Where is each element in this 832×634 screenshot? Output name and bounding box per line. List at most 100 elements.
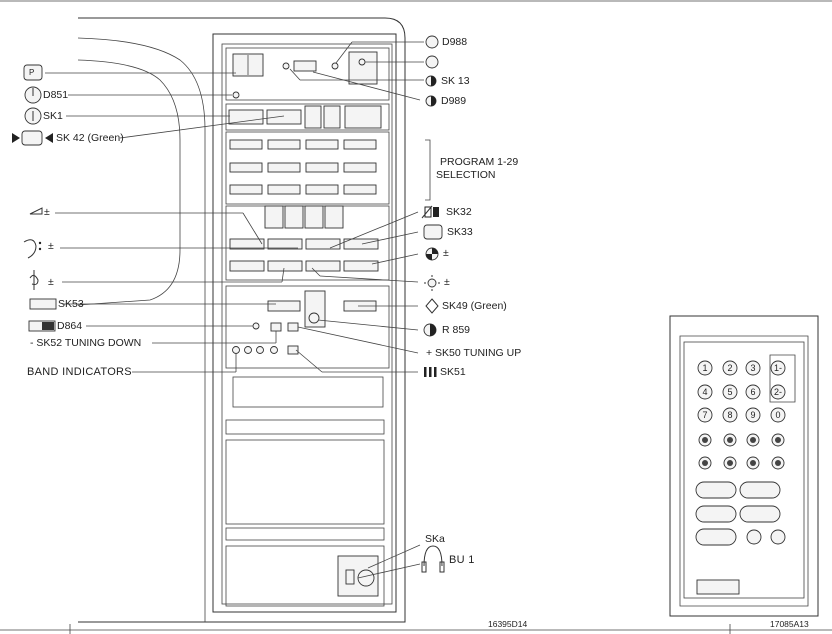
mute-icon bbox=[421, 205, 439, 219]
label-sk53: SK53 bbox=[58, 298, 84, 310]
program-key bbox=[343, 184, 377, 195]
remote-digit-key bbox=[745, 407, 761, 423]
headphone-icon bbox=[421, 545, 445, 573]
drawing-code-remote: 17085A13 bbox=[770, 619, 809, 629]
label-program-line2: SELECTION bbox=[436, 169, 496, 181]
label-sk51: SK51 bbox=[440, 366, 466, 378]
label-treble-pm: ± bbox=[48, 276, 54, 288]
label-sk42: SK 42 (Green) bbox=[56, 132, 124, 144]
remote-plus-minus-key bbox=[695, 528, 737, 546]
program-key bbox=[267, 139, 301, 150]
remote-digit-label: 6 bbox=[750, 387, 756, 397]
label-sk52: - SK52 TUNING DOWN bbox=[30, 337, 142, 349]
remote-function-symbol bbox=[727, 460, 733, 466]
program-key bbox=[343, 139, 377, 150]
remote-digit-key bbox=[697, 360, 713, 376]
label-sk33: SK33 bbox=[447, 226, 473, 238]
label-sk1: SK1 bbox=[43, 110, 63, 122]
label-r859: R 859 bbox=[442, 324, 471, 336]
remote-digit-key bbox=[745, 360, 761, 376]
sk51-bars-icon bbox=[424, 367, 437, 377]
green-key-icon bbox=[21, 130, 43, 146]
analog-key bbox=[343, 238, 379, 250]
analog-key bbox=[267, 238, 303, 250]
program-key bbox=[229, 184, 263, 195]
remote-digit-key bbox=[770, 360, 786, 376]
contrast-icon bbox=[425, 75, 437, 87]
program-key bbox=[267, 162, 301, 173]
triangle-left-icon bbox=[12, 133, 20, 143]
analog-key bbox=[229, 238, 265, 250]
sk33-key-icon bbox=[423, 224, 443, 240]
label-d851: D851 bbox=[43, 89, 69, 101]
remote-function-symbol bbox=[702, 437, 708, 443]
remote-digit-label: 1- bbox=[773, 363, 782, 373]
label-sk13: SK 13 bbox=[441, 75, 470, 87]
remote-digit-label: 0 bbox=[775, 410, 781, 420]
label-sk50: + SK50 TUNING UP bbox=[426, 347, 522, 359]
bass-clef-icon bbox=[23, 239, 37, 259]
program-key bbox=[229, 162, 263, 173]
program-key bbox=[305, 162, 339, 173]
label-bass-pm: ± bbox=[48, 240, 54, 252]
label-color-pm: ± bbox=[443, 247, 449, 259]
brightness-led-icon bbox=[425, 95, 437, 107]
label-sk49: SK49 (Green) bbox=[442, 300, 507, 312]
remote-digit-label: 8 bbox=[727, 410, 733, 420]
remote-digit-key bbox=[770, 407, 786, 423]
remote-function-symbol bbox=[702, 460, 708, 466]
program-key bbox=[305, 184, 339, 195]
label-program-line1: PROGRAM 1-29 bbox=[440, 156, 519, 168]
remote-digit-key bbox=[722, 384, 738, 400]
remote-plus-minus-key bbox=[739, 481, 781, 499]
analog-key bbox=[305, 238, 341, 250]
program-key bbox=[305, 139, 339, 150]
remote-digit-label: 5 bbox=[727, 387, 733, 397]
remote-digit-label: 9 bbox=[750, 410, 756, 420]
label-ska: SKa bbox=[425, 533, 445, 545]
volume-icon bbox=[29, 207, 43, 215]
remote-receiver-icon bbox=[425, 35, 439, 49]
analog-key bbox=[343, 260, 379, 272]
treble-clef-icon bbox=[29, 270, 39, 290]
remote-digit-label: 4 bbox=[702, 387, 708, 397]
hue-icon bbox=[423, 323, 437, 337]
remote-digit-label: 7 bbox=[702, 410, 708, 420]
remote-digit-key bbox=[697, 384, 713, 400]
remote-function-symbol bbox=[727, 437, 733, 443]
program-key bbox=[343, 162, 377, 173]
remote-round-key bbox=[770, 529, 786, 545]
remote-digit-key bbox=[722, 407, 738, 423]
remote-digit-key bbox=[722, 360, 738, 376]
remote-plus-minus-key bbox=[695, 505, 737, 523]
remote-function-symbol bbox=[775, 460, 781, 466]
label-band-indicators: BAND INDICATORS bbox=[27, 366, 132, 378]
analog-key bbox=[229, 260, 265, 272]
remote-function-symbol bbox=[750, 460, 756, 466]
program-key-label: P bbox=[29, 68, 35, 77]
label-sk32: SK32 bbox=[446, 206, 472, 218]
label-d988: D988 bbox=[442, 36, 468, 48]
label-bu1: BU 1 bbox=[449, 554, 475, 566]
remote-digit-key bbox=[697, 407, 713, 423]
analog-key bbox=[305, 260, 341, 272]
label-volume-pm: ± bbox=[44, 206, 50, 218]
remote-digit-label: 2- bbox=[773, 387, 782, 397]
program-key bbox=[229, 139, 263, 150]
remote-digit-key bbox=[770, 384, 786, 400]
sk53-key-icon bbox=[29, 298, 57, 310]
remote-digit-label: 3 bbox=[750, 363, 756, 373]
remote-digit-label: 1 bbox=[702, 363, 708, 373]
remote-function-symbol bbox=[750, 437, 756, 443]
remote-digit-label: 2 bbox=[727, 363, 733, 373]
drawing-code-main: 16395D14 bbox=[488, 619, 528, 629]
remote-function-symbol bbox=[775, 437, 781, 443]
program-key-icon bbox=[23, 64, 43, 81]
remote-plus-minus-key bbox=[695, 481, 737, 499]
remote-control bbox=[669, 315, 819, 617]
program-key bbox=[267, 184, 301, 195]
brightness-icon bbox=[424, 275, 440, 291]
label-d989: D989 bbox=[441, 95, 467, 107]
remote-plus-minus-key bbox=[739, 505, 781, 523]
